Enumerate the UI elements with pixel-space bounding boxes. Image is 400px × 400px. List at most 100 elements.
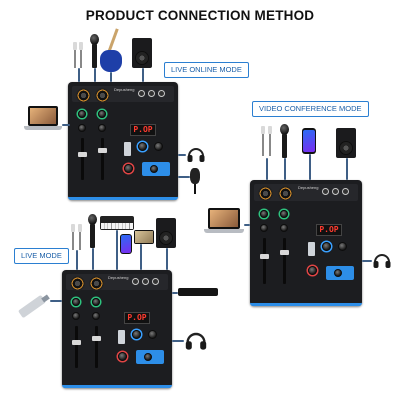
- effect-display: P.OP: [124, 312, 150, 324]
- rca-jack-icon: [342, 188, 349, 195]
- effect-display: P.OP: [130, 124, 156, 136]
- cable-line: [284, 158, 286, 180]
- mixer-trim: [62, 385, 172, 388]
- usb-connector: [41, 294, 50, 303]
- instrument-cable-icon: [74, 46, 76, 68]
- speaker-icon: [132, 38, 152, 68]
- rca-jack-icon: [152, 278, 159, 285]
- xlr-input-icon: [89, 276, 104, 291]
- audio-mixer: Depusheng P.OP: [62, 270, 172, 388]
- phones-knob: [308, 266, 317, 275]
- live-online-mode-label: LIVE ONLINE MODE: [164, 62, 249, 78]
- speaker-cone: [135, 51, 149, 65]
- video-conference-mode-label: VIDEO CONFERENCE MODE: [252, 101, 369, 117]
- usb-port-icon: [150, 165, 158, 173]
- phone-icon: [120, 234, 132, 254]
- gain-knob: [260, 210, 268, 218]
- cable-line: [116, 230, 118, 270]
- mixer-brand: Depusheng: [108, 275, 129, 280]
- mixer-brand: Depusheng: [114, 87, 135, 92]
- mixer-trim: [68, 197, 178, 200]
- eq-knob: [72, 312, 80, 320]
- mixer-brand: Depusheng: [298, 185, 319, 190]
- jack-plug-icon: [73, 42, 77, 50]
- rca-jack-icon: [138, 90, 145, 97]
- rca-jack-icon: [148, 90, 155, 97]
- gain-knob: [98, 110, 106, 118]
- channel-fader: [75, 326, 78, 368]
- microphone-body: [282, 134, 287, 158]
- eq-knob: [98, 124, 106, 132]
- gain-knob: [92, 298, 100, 306]
- microphone-icon: [90, 34, 99, 45]
- cable-line: [172, 292, 178, 294]
- channel-fader: [81, 138, 84, 180]
- eq-knob: [280, 224, 288, 232]
- toggle-switch: [124, 142, 131, 156]
- monitor-knob: [338, 242, 347, 251]
- channel-fader: [283, 238, 286, 284]
- guitar-icon: [100, 50, 122, 72]
- xlr-input-icon: [258, 186, 273, 201]
- condenser-microphone-icon: [190, 168, 200, 184]
- jack-plug-icon: [71, 224, 75, 232]
- speaker-cone: [159, 231, 173, 245]
- jack-plug-icon: [78, 224, 82, 232]
- instrument-cable-icon: [79, 228, 81, 250]
- speaker-icon: [156, 218, 176, 248]
- mixer-trim: [250, 303, 362, 306]
- cable-line: [178, 176, 190, 178]
- monitor-knob: [154, 142, 163, 151]
- fader-cap: [78, 152, 87, 157]
- cable-line: [172, 340, 184, 342]
- jack-plug-icon: [268, 126, 272, 134]
- effect-display: P.OP: [316, 224, 342, 236]
- laptop-screen: [135, 231, 153, 243]
- phone-screen: [121, 235, 131, 253]
- laptop-base: [24, 126, 62, 130]
- rca-jack-icon: [132, 278, 139, 285]
- xlr-input-icon: [95, 88, 110, 103]
- laptop-screen: [29, 107, 57, 125]
- master-knob: [322, 242, 331, 251]
- phones-knob: [118, 352, 127, 361]
- gain-knob: [280, 210, 288, 218]
- instrument-cable-icon: [80, 46, 82, 68]
- xlr-input-icon: [278, 186, 293, 201]
- instrument-cable-icon: [262, 130, 264, 156]
- cable-line: [244, 224, 250, 226]
- channel-fader: [101, 138, 104, 180]
- fader-cap: [92, 336, 101, 341]
- xlr-input-icon: [70, 276, 85, 291]
- cable-line: [62, 124, 70, 126]
- laptop-base: [204, 229, 244, 233]
- eq-knob: [260, 224, 268, 232]
- rca-jack-icon: [142, 278, 149, 285]
- eq-knob: [78, 124, 86, 132]
- master-knob: [138, 142, 147, 151]
- laptop-screen: [209, 209, 239, 228]
- phone-screen: [303, 129, 315, 153]
- speaker-icon: [336, 128, 356, 158]
- cable-line: [142, 68, 144, 82]
- cable-line: [166, 248, 168, 270]
- cable-line: [266, 158, 268, 180]
- cable-line: [110, 72, 112, 82]
- usb-port-icon: [144, 353, 152, 361]
- fader-cap: [72, 340, 81, 345]
- page-title: PRODUCT CONNECTION METHOD: [85, 8, 315, 23]
- laptop-icon: [208, 208, 240, 229]
- sound-card-icon: [178, 288, 218, 296]
- toggle-switch: [118, 330, 125, 344]
- live-mode-label: LIVE MODE: [14, 248, 69, 264]
- cable-line: [178, 154, 186, 156]
- cable-line: [140, 244, 142, 270]
- xlr-input-icon: [76, 88, 91, 103]
- microphone-body: [90, 224, 95, 248]
- monitor-knob: [148, 330, 157, 339]
- fader-cap: [280, 250, 289, 255]
- rca-jack-icon: [158, 90, 165, 97]
- audio-mixer: Depusheng P.OP: [68, 82, 178, 200]
- rca-jack-icon: [322, 188, 329, 195]
- laptop-icon: [134, 230, 154, 244]
